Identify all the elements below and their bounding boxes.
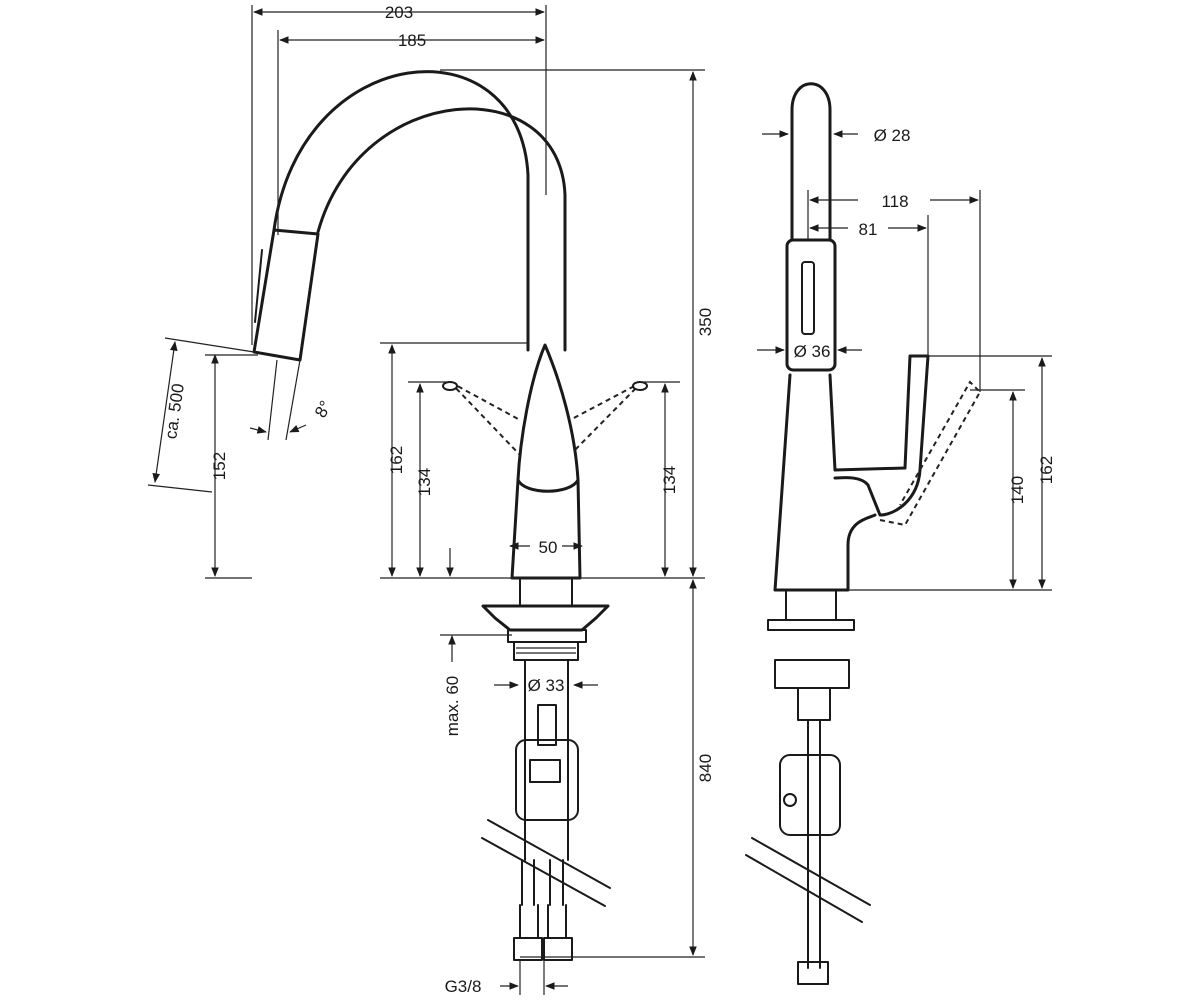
spout-side — [790, 82, 832, 242]
lever-left-open — [449, 381, 521, 456]
dim-height-overall: 350 — [696, 308, 715, 336]
dim-width-overall: 203 — [385, 3, 413, 22]
lever-right-tip — [632, 381, 648, 391]
base-collar — [519, 577, 573, 607]
dim-shank-diameter: Ø 33 — [528, 676, 565, 695]
mount-nut — [513, 641, 579, 661]
hose-ends — [519, 904, 567, 939]
dim-spout-diameter: Ø 28 — [874, 126, 911, 145]
hose-side — [807, 719, 821, 969]
dim-width-spout: 185 — [398, 31, 426, 50]
thread-lines — [516, 647, 576, 654]
body-side — [773, 373, 877, 592]
spout-outer — [272, 70, 530, 352]
dim-connection-thread: G3/8 — [445, 977, 482, 996]
lever-handle — [516, 343, 580, 493]
handspray-button — [801, 261, 815, 335]
spray-head-detail — [254, 249, 263, 323]
dim-handspray-diameter: Ø 36 — [794, 342, 831, 361]
lever-side — [828, 354, 930, 517]
countertop-section-right — [745, 837, 871, 923]
base-collar-side — [785, 589, 837, 621]
dim-side-lever-height: 162 — [1037, 456, 1056, 484]
dim-reach-open: 118 — [881, 192, 908, 211]
dim-hose-length: 840 — [696, 754, 715, 782]
hose-nut-left — [513, 937, 543, 961]
box-clip — [529, 759, 561, 783]
base-plate-side — [767, 619, 855, 631]
lever-left-tip — [442, 381, 458, 391]
supply-hoses — [521, 859, 564, 906]
dim-pullout-length: ca. 500 — [161, 382, 188, 440]
base-ring — [507, 629, 587, 643]
dim-line-pullout — [152, 341, 178, 483]
spray-head — [252, 228, 320, 362]
front-view — [252, 70, 648, 961]
handspray-side — [785, 238, 837, 372]
faucet-body — [510, 478, 582, 580]
shank — [524, 659, 569, 861]
countertop-section-left — [481, 819, 611, 907]
dim-reach-lever: 81 — [859, 220, 878, 239]
lever-right-open — [569, 381, 643, 456]
dim-spray-angle: 8° — [311, 397, 336, 421]
dim-side-lever-open: 140 — [1008, 476, 1027, 504]
side-dimensions: Ø 28 118 81 Ø 36 140 162 — [757, 126, 1056, 591]
box-screw-side — [783, 793, 797, 807]
hose-nut-right — [543, 937, 573, 961]
shank-side — [797, 687, 831, 721]
dim-lever-open-left: 134 — [415, 468, 434, 496]
hose-nut-side — [797, 961, 829, 985]
base-plate — [481, 604, 610, 632]
front-dimensions: 203 185 350 840 ca. 500 152 8° 162 134 — [147, 3, 715, 996]
mount-nut-side — [774, 659, 850, 689]
dim-outlet-height: 152 — [210, 452, 229, 480]
cartridge-box-side — [779, 754, 841, 836]
hose-connector — [537, 704, 557, 746]
cartridge-box — [515, 739, 579, 821]
dim-lever-height: 162 — [387, 446, 406, 474]
dim-body-width: 50 — [539, 538, 558, 557]
spout-inner — [316, 107, 567, 352]
dim-max-deck: max. 60 — [443, 676, 462, 736]
dim-lever-open-right: 134 — [660, 466, 679, 494]
side-view — [745, 82, 982, 985]
